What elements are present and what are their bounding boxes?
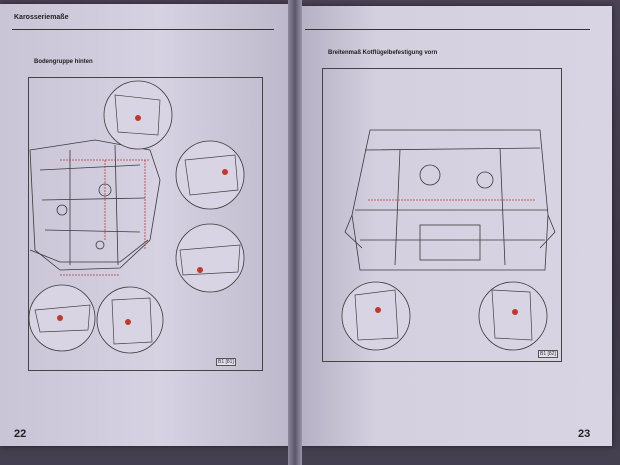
figure-frame-right xyxy=(322,68,562,362)
page-header-title: Karosseriemaße xyxy=(14,14,69,21)
figure-mark-right: B1 [82] xyxy=(538,350,558,358)
section-title-left: Bodengruppe hinten xyxy=(34,59,93,65)
book-spine xyxy=(288,0,302,465)
underbody-diagram xyxy=(28,80,245,354)
header-rule-right xyxy=(305,29,590,30)
page-number-left: 22 xyxy=(14,428,27,440)
page-number-right: 23 xyxy=(578,428,591,440)
section-title-right: Breitenmaß Kotflügelbefestigung vorn xyxy=(328,50,438,56)
figure-frame-left xyxy=(28,77,263,371)
right-page xyxy=(298,6,612,446)
figure-mark-left: B1 [81] xyxy=(216,358,236,366)
header-rule-left xyxy=(12,29,274,30)
